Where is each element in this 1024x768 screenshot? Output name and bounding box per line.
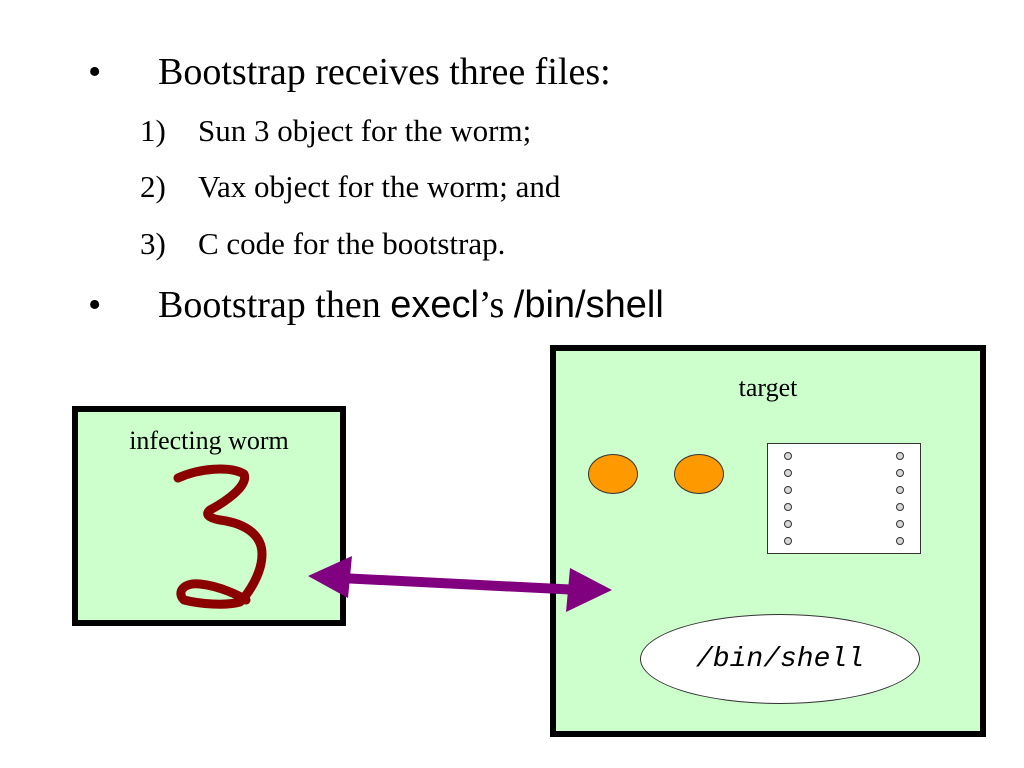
execl-word: execl (390, 284, 479, 326)
infecting-worm-label: infecting worm (129, 426, 289, 455)
page-hole (784, 452, 792, 460)
page-hole (784, 486, 792, 494)
process-circle-1 (588, 454, 638, 494)
page-hole (784, 537, 792, 545)
bin-shell-oval: /bin/shell (640, 614, 920, 704)
page-hole (896, 486, 904, 494)
handwritten-3-icon: 3 (173, 464, 267, 609)
page-hole (896, 452, 904, 460)
page-hole (896, 503, 904, 511)
file-item-number: 2) (140, 169, 166, 204)
file-item-text: C code for the bootstrap. (198, 226, 506, 261)
bullet-2-text: Bootstrap then execl’s /bin/shell (158, 285, 664, 325)
page-hole (784, 503, 792, 511)
memory-page (767, 443, 921, 554)
bullet-2-text-mid: ’s (478, 284, 514, 326)
bullet-1-text: Bootstrap receives three files: (158, 51, 611, 93)
file-item-text: Sun 3 object for the worm; (198, 113, 532, 148)
target-label: target (738, 373, 798, 402)
process-circle-2 (674, 454, 724, 494)
page-hole (896, 520, 904, 528)
bullet-2-text-pre: Bootstrap then (158, 284, 391, 326)
page-hole (896, 469, 904, 477)
double-arrow-icon (308, 556, 612, 612)
bullet-marker: • (88, 51, 102, 93)
bullet-marker: • (88, 284, 102, 326)
bin-shell-path: /bin/shell (513, 284, 664, 326)
file-item-number: 3) (140, 226, 166, 261)
page-hole (784, 469, 792, 477)
file-item-number: 1) (140, 113, 166, 148)
page-hole (896, 537, 904, 545)
page-hole (784, 520, 792, 528)
file-item-text: Vax object for the worm; and (198, 169, 561, 204)
bin-shell-label: /bin/shell (695, 643, 865, 675)
